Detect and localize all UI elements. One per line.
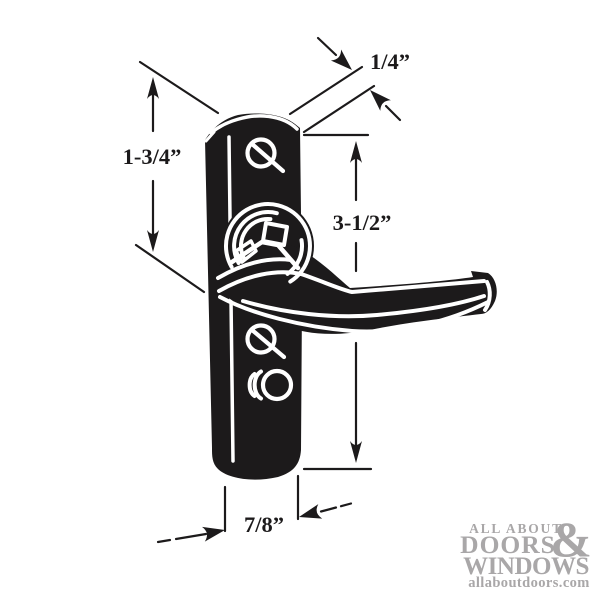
dimension-top-to-lever: 1-3/4” [123, 60, 220, 294]
cylinder-face [260, 368, 294, 402]
thumb-facet-highlight [234, 239, 258, 264]
arrow-tail [174, 532, 208, 541]
arrow-tail [384, 104, 402, 122]
hub-inner-arc-left-2 [238, 217, 273, 260]
screw-head-circle [245, 137, 277, 169]
lever-bottom-contour-1 [218, 295, 490, 334]
arrow-tail [319, 506, 338, 513]
watermark-tagline: ALL ABOUT [469, 521, 563, 536]
arrow-tail [316, 36, 338, 57]
arrowhead-right [202, 526, 225, 542]
dimension-lever-span: 3-1/2” [302, 133, 392, 471]
arrowhead-down [147, 230, 159, 252]
plate-top-highlight [209, 114, 299, 135]
screw-slot [249, 141, 286, 174]
dimension-plate-thickness: 1/4” [288, 36, 410, 134]
dim-label-plate-width: 7/8” [244, 512, 284, 537]
thumb-turn-cylinder [247, 368, 294, 402]
screw-slot [249, 327, 287, 360]
watermark-windows: WINDOWS [463, 553, 589, 580]
screw-head-circle [245, 323, 277, 355]
watermark-ampersand: & [550, 511, 592, 567]
dimension-plate-width: 7/8” [156, 474, 353, 544]
watermark-logo: ALL ABOUT DOORS & WINDOWS allaboutdoors.… [460, 511, 592, 591]
hub-detail-lines [223, 202, 312, 284]
lever-neck-curve-1 [216, 257, 293, 280]
lever-endcap-line [483, 280, 492, 312]
plate-bevel-highlight [204, 130, 216, 143]
dim-label-lever-span: 3-1/2” [333, 210, 392, 235]
arrowhead [330, 49, 352, 70]
hub-inner-arc-left [232, 210, 279, 265]
arrowhead-down [350, 441, 362, 463]
bottom-mounting-screw [245, 323, 287, 360]
watermark-doors: DOORS [460, 530, 556, 559]
top-mounting-screw [245, 137, 286, 174]
cylinder-side-arc-2 [247, 372, 257, 398]
arrowhead-up [350, 141, 362, 163]
thumb-ridge-highlight [229, 239, 301, 271]
arrowhead [370, 90, 391, 111]
arrowhead-left [299, 504, 323, 519]
dim-label-plate-thickness: 1/4” [370, 49, 410, 74]
cylinder-side-arc-1 [252, 369, 263, 401]
arrow-tail-dash [339, 502, 353, 508]
hub-outer-ring [223, 202, 312, 284]
arrow-tail-dash [156, 538, 172, 544]
lever-detail-lines [216, 257, 492, 334]
extension-line [302, 84, 376, 134]
extension-line [288, 65, 364, 116]
lever-neck-curve-2 [217, 270, 486, 294]
extension-line [134, 243, 206, 294]
watermark-website: allaboutdoors.com [468, 575, 590, 591]
extension-line [138, 60, 220, 115]
dim-label-top-to-lever: 1-3/4” [123, 144, 182, 169]
lever-bottom-contour-2 [241, 294, 486, 319]
arrowhead-up [147, 77, 159, 99]
